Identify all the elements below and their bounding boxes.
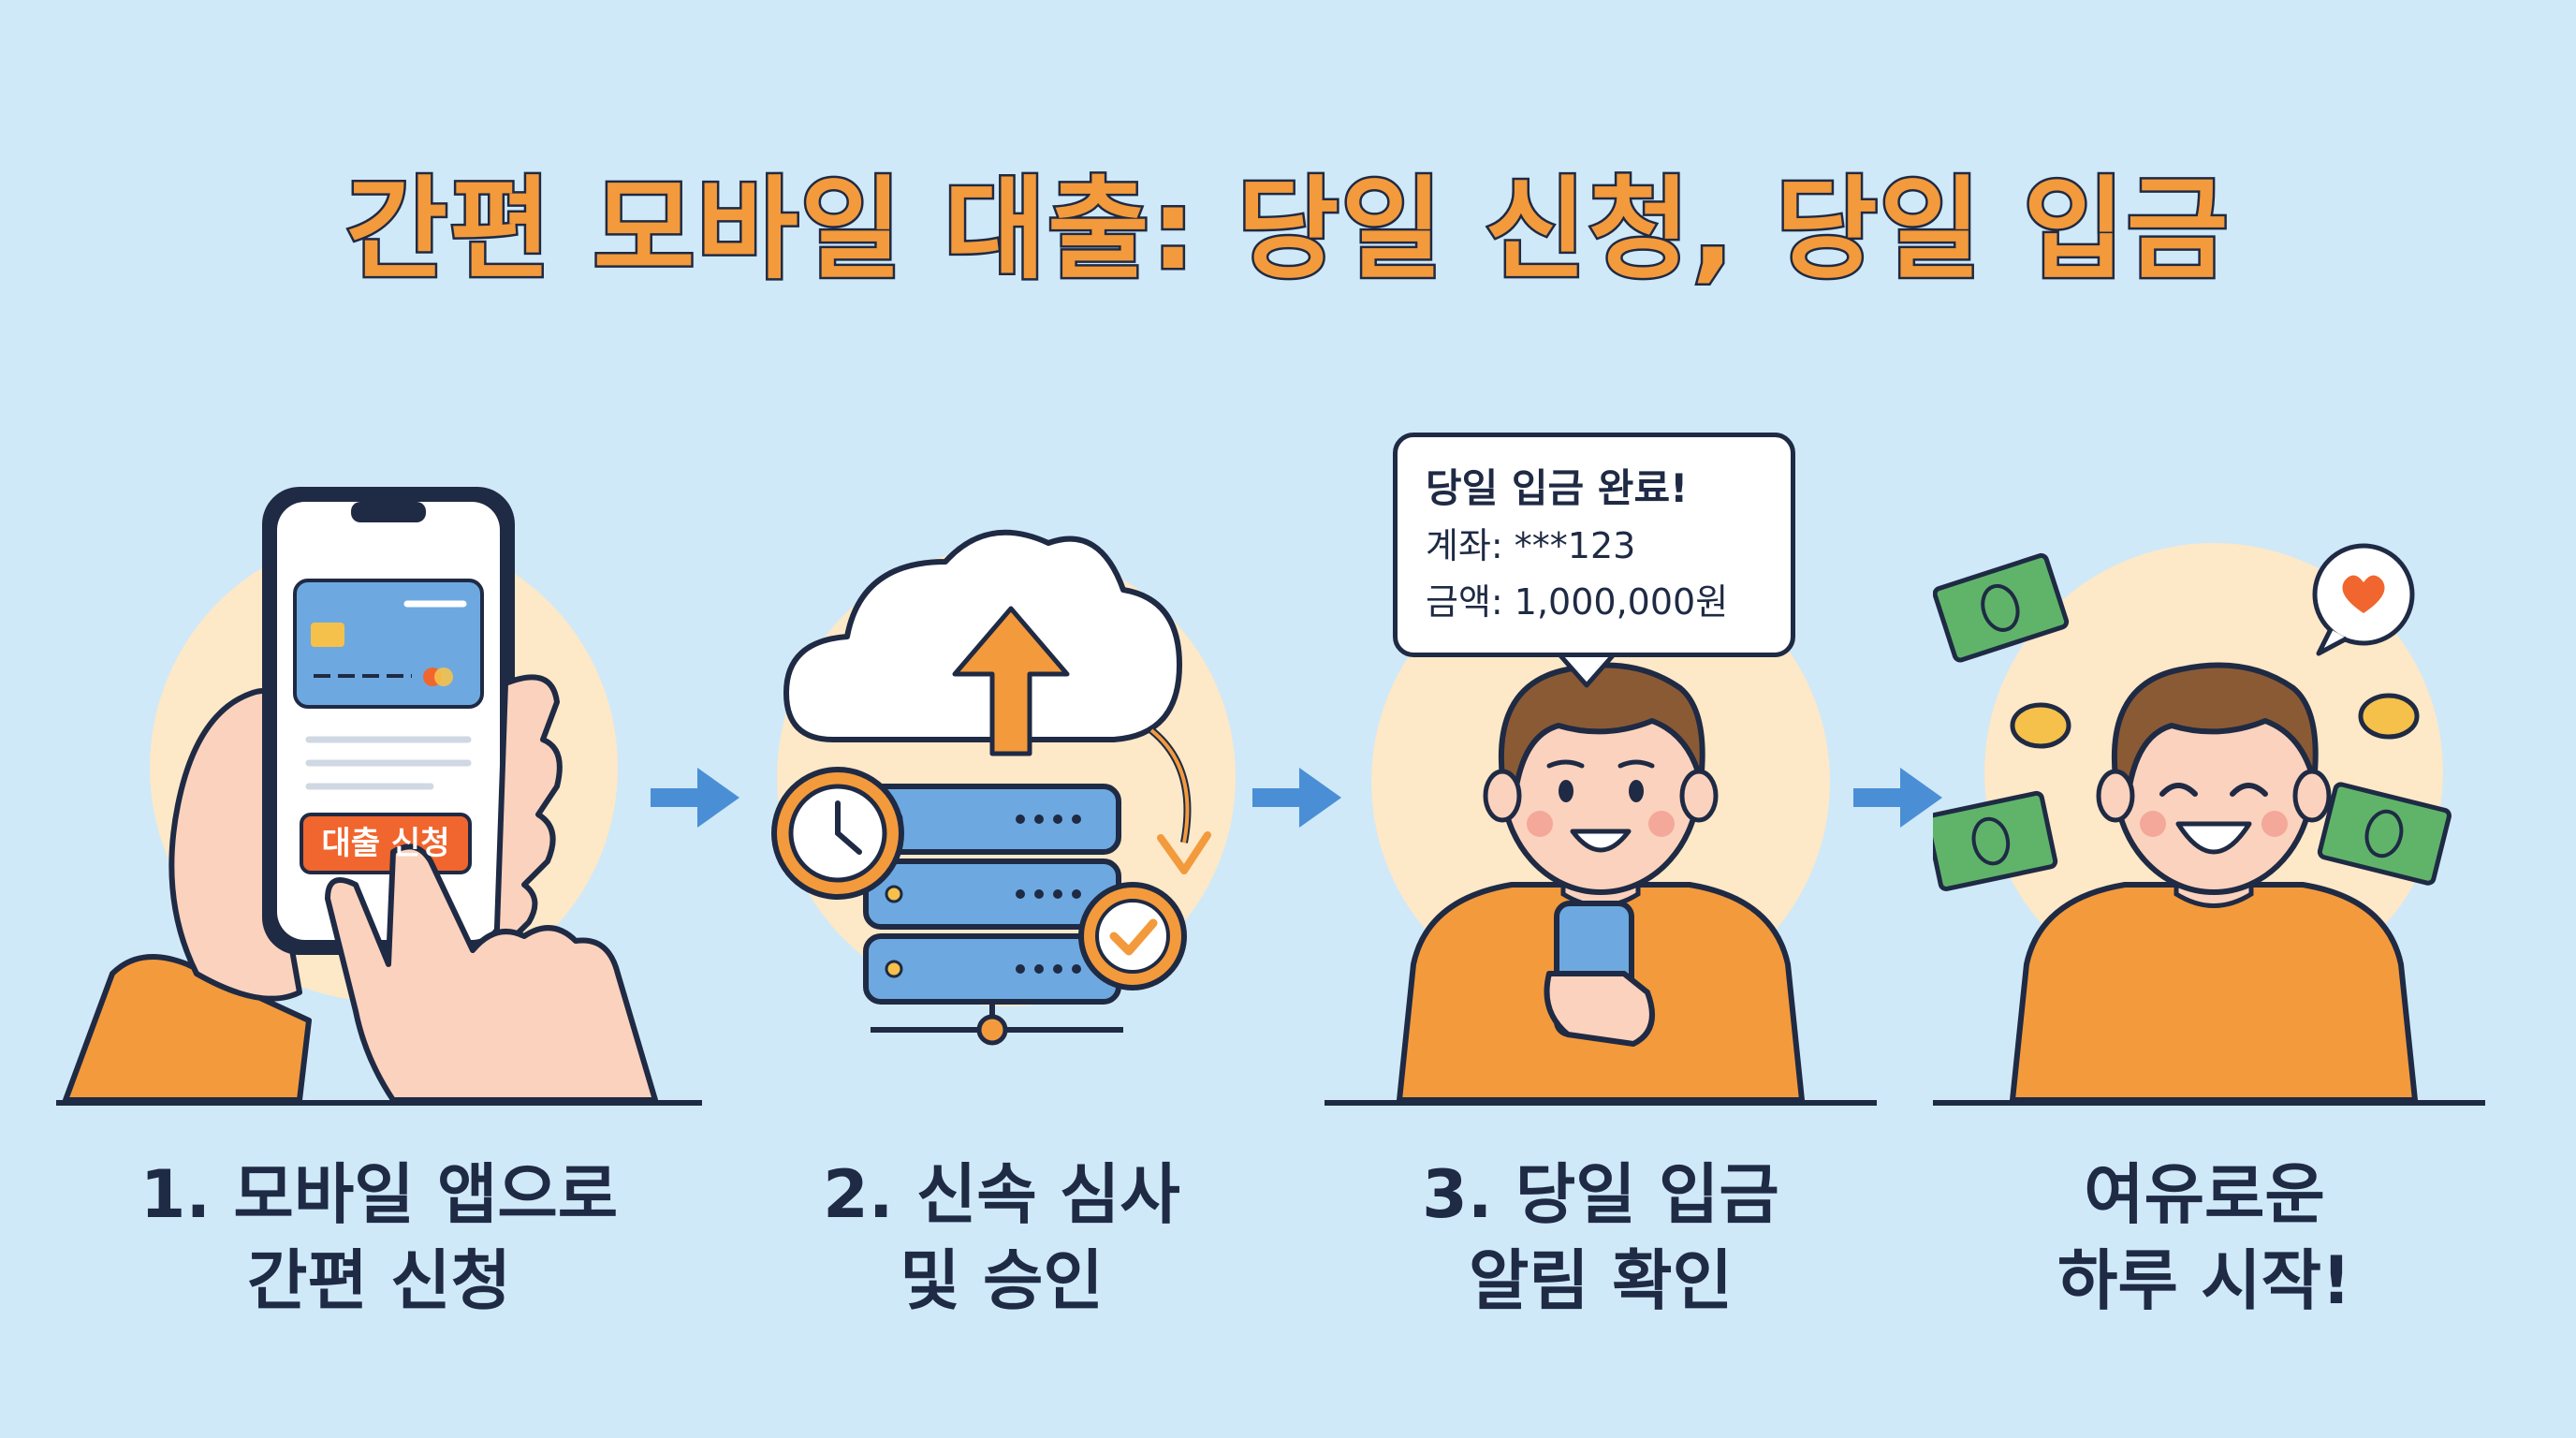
person-with-phone-icon xyxy=(1325,552,1877,1106)
arrow-right-icon xyxy=(1853,768,1942,828)
speech-bubble-tail xyxy=(1559,652,1615,688)
step-3-caption-line1: 3. 당일 입금 xyxy=(1422,1156,1779,1233)
step-1-caption-line2: 간편 신청 xyxy=(247,1242,511,1319)
step-3-caption: 3. 당일 입금 알림 확인 xyxy=(1320,1152,1881,1324)
step-1-caption-line1: 1. 모바일 앱으로 xyxy=(139,1156,619,1233)
step-3-caption-line2: 알림 확인 xyxy=(1469,1242,1733,1319)
step-4-caption-line2: 하루 시작! xyxy=(2057,1242,2351,1319)
apply-loan-button: 대출 신청 xyxy=(301,814,470,873)
step-2-caption-line2: 및 승인 xyxy=(900,1242,1104,1319)
arrow-right-icon xyxy=(651,768,739,828)
step-3-illustration xyxy=(1325,412,1877,1123)
arrow-right-icon xyxy=(1252,768,1341,828)
deposit-notification: 당일 입금 완료! 계좌: ***123 금액: 1,000,000원 xyxy=(1393,433,1795,657)
notification-title: 당일 입금 완료! xyxy=(1426,465,1689,511)
happy-person-with-money-icon xyxy=(1933,543,2485,1106)
step-4-illustration xyxy=(1933,412,2485,1123)
page-title: 간편 모바일 대출: 당일 신청, 당일 입금 xyxy=(344,163,2231,297)
step-1-illustration: 대출 신청 xyxy=(56,412,702,1123)
notification-account: 계좌: ***123 xyxy=(1426,525,1636,566)
notification-amount: 금액: 1,000,000원 xyxy=(1426,581,1729,623)
step-2-caption-line1: 2. 신속 심사 xyxy=(823,1156,1180,1233)
cloud-server-icon xyxy=(771,529,1236,1046)
step-2-caption: 2. 신속 심사 및 승인 xyxy=(721,1152,1282,1324)
step-4-caption-line1: 여유로운 xyxy=(2084,1156,2325,1233)
phone-in-hand-icon xyxy=(56,487,702,1106)
apply-loan-button-label: 대출 신청 xyxy=(321,825,450,862)
step-2-illustration xyxy=(758,412,1282,1123)
step-4-caption: 여유로운 하루 시작! xyxy=(1924,1152,2485,1324)
step-1-caption: 1. 모바일 앱으로 간편 신청 xyxy=(98,1152,660,1324)
